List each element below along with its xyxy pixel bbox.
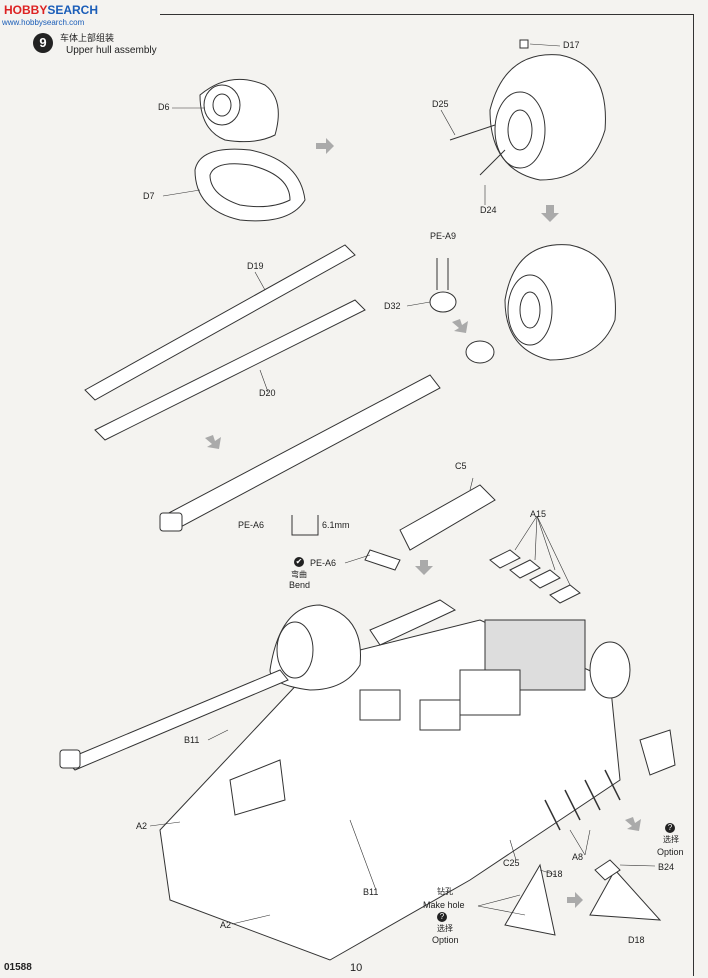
arrow-down-2 bbox=[415, 560, 433, 575]
makehole-cn: 钻孔 bbox=[437, 887, 453, 896]
step-title-en: Upper hull assembly bbox=[66, 45, 157, 56]
label-d24: D24 bbox=[480, 205, 497, 215]
label-a15: A15 bbox=[530, 509, 547, 519]
arrow-diag-3 bbox=[625, 817, 641, 831]
mantlet-d6-drawing bbox=[199, 78, 279, 143]
watermark-url: www.hobbysearch.com bbox=[2, 18, 85, 27]
kit-number: 01588 bbox=[4, 962, 32, 973]
label-measure: 6.1mm bbox=[322, 520, 350, 530]
label-d18-top: D18 bbox=[546, 869, 563, 879]
label-c5: C5 bbox=[455, 461, 467, 471]
check-icon: ✔ bbox=[294, 557, 304, 567]
option-cn-bottom: 选择 bbox=[437, 924, 453, 933]
mantlet-with-d32-drawing bbox=[429, 244, 616, 364]
top-rule bbox=[160, 14, 693, 15]
label-d7: D7 bbox=[143, 191, 155, 201]
label-pe-a6-ref: PE-A6 bbox=[238, 520, 265, 530]
label-c25: C25 bbox=[503, 858, 520, 868]
arrow-diag-2 bbox=[205, 435, 221, 449]
arrow-down-1 bbox=[541, 205, 559, 222]
watermark-logo: HOBBYSEARCH bbox=[4, 3, 98, 17]
label-bend-en: Bend bbox=[289, 580, 311, 590]
a8-parts-drawing bbox=[544, 769, 621, 831]
d18-plate-drawing bbox=[504, 859, 662, 936]
step-number-badge: 9 bbox=[33, 33, 53, 53]
label-pe-a6: PE-A6 bbox=[310, 558, 337, 568]
watermark-brand: HOBBY bbox=[4, 3, 48, 17]
option-en-right: Option bbox=[657, 847, 684, 857]
label-d17: D17 bbox=[563, 40, 580, 50]
label-d6: D6 bbox=[158, 102, 170, 112]
right-rule bbox=[693, 14, 694, 976]
upper-hull-drawing bbox=[59, 599, 676, 961]
pe-a6-bend-drawing bbox=[291, 515, 319, 536]
question-icon-bottom: ? bbox=[437, 912, 447, 922]
option-en-bottom: Option bbox=[432, 935, 459, 945]
mantlet-assembled-drawing bbox=[449, 39, 606, 181]
page-number: 10 bbox=[350, 962, 363, 974]
label-b11-bottom: B11 bbox=[363, 887, 379, 897]
label-d19: D19 bbox=[247, 261, 264, 271]
question-icon-right: ? bbox=[665, 823, 675, 833]
mantlet-cover-c5-drawing bbox=[364, 484, 496, 571]
arrow-right-1 bbox=[316, 138, 334, 154]
barrel-d19-d20-drawing bbox=[84, 244, 366, 441]
watermark-rest: SEARCH bbox=[47, 3, 99, 17]
label-d32: D32 bbox=[384, 301, 401, 311]
barrel-assembled-drawing bbox=[159, 374, 441, 532]
label-d18-bottom: D18 bbox=[628, 935, 645, 945]
label-pe-a9: PE-A9 bbox=[430, 231, 457, 241]
arrow-right-2 bbox=[567, 892, 583, 908]
mantlet-base-d7-drawing bbox=[194, 148, 306, 222]
label-bend-cn: 弯曲 bbox=[291, 570, 307, 579]
label-b11-top: B11 bbox=[184, 735, 200, 745]
leader-lines bbox=[149, 43, 656, 925]
arrow-diag-1 bbox=[452, 319, 468, 333]
label-d25: D25 bbox=[432, 99, 449, 109]
label-a2-top: A2 bbox=[136, 821, 148, 831]
makehole-en: Make hole bbox=[423, 900, 465, 910]
step-title-cn: 车体上部组装 bbox=[60, 33, 115, 43]
label-a2-bottom: A2 bbox=[220, 920, 232, 930]
a15-parts-drawing bbox=[489, 549, 581, 604]
label-a8: A8 bbox=[572, 852, 584, 862]
label-d20: D20 bbox=[259, 388, 276, 398]
label-b24: B24 bbox=[658, 862, 675, 872]
option-cn-right: 选择 bbox=[663, 835, 679, 844]
